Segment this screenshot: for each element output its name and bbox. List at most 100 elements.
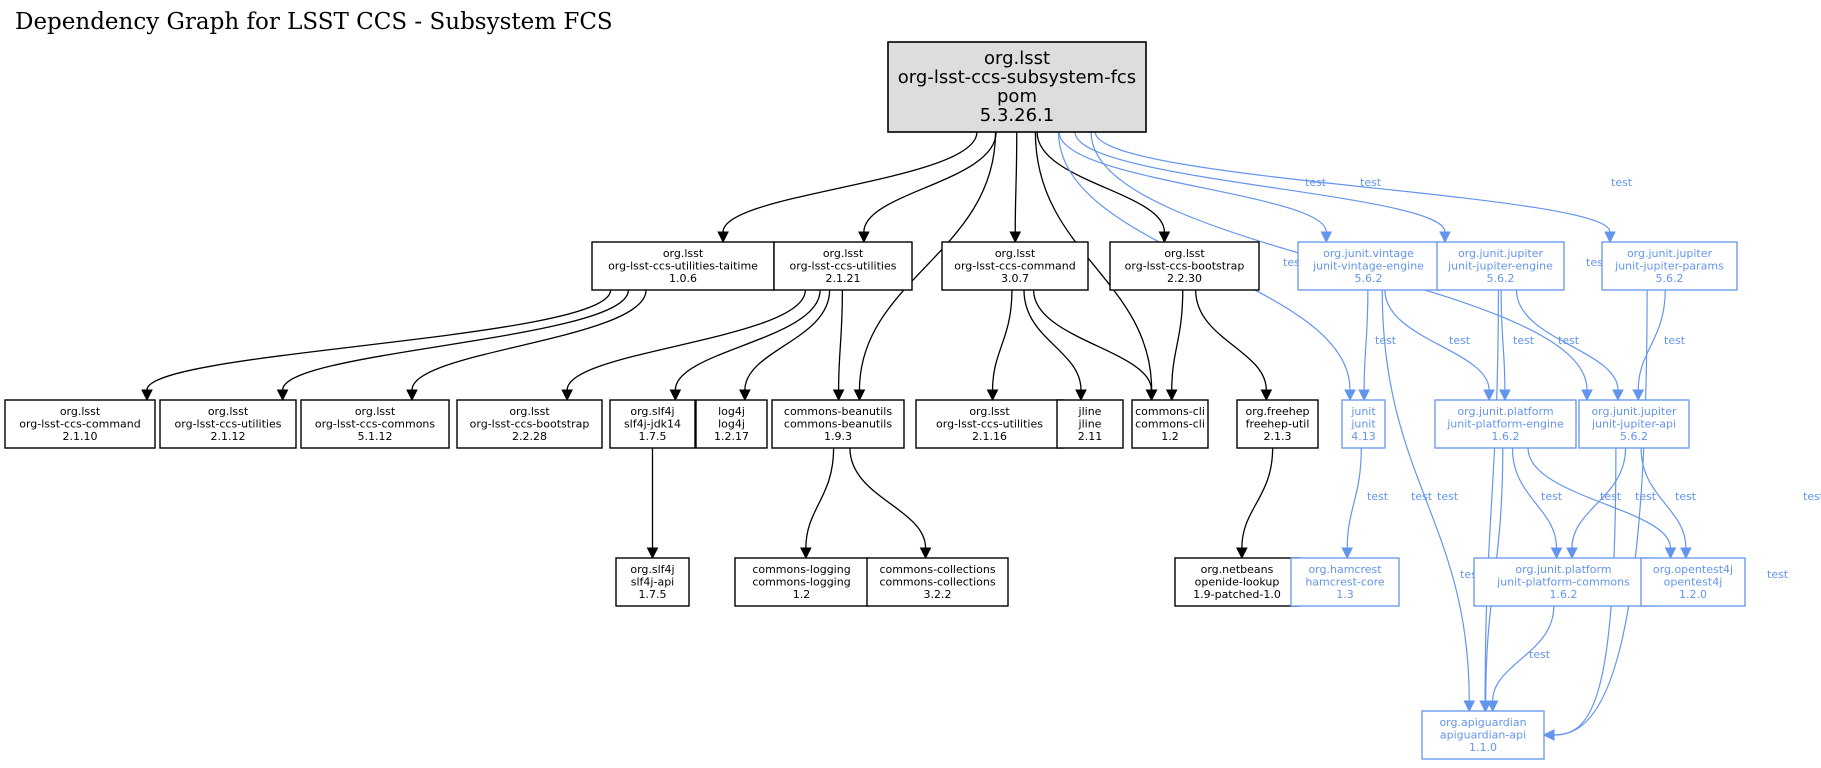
dependency-edge-platformengine-opentest4j: test — [1527, 447, 1677, 560]
dependency-node-vintage[interactable]: org.junit.vintagejunit-vintage-engine5.6… — [1297, 241, 1440, 291]
node-artifact: org-lsst-ccs-subsystem-fcs — [898, 67, 1136, 88]
node-version: 2.1.21 — [826, 272, 861, 285]
node-box — [1236, 399, 1319, 449]
node-artifact: commons-logging — [752, 576, 850, 589]
edge-label-test: test — [1367, 490, 1389, 503]
node-artifact: jline — [1078, 418, 1102, 431]
dependency-edge-utilities2121-slf4jjdk — [669, 289, 821, 402]
node-artifact: junit-platform-commons — [1496, 576, 1630, 589]
node-artifact: org-lsst-ccs-bootstrap — [1125, 260, 1245, 273]
dependency-edge-jupiterengine-apiguardian: test — [1437, 289, 1499, 713]
dependency-node-root[interactable]: org.lsstorg-lsst-ccs-subsystem-fcspom5.3… — [887, 41, 1147, 133]
node-group-id: org.hamcrest — [1308, 563, 1382, 576]
dependency-edge-root-command307 — [1009, 131, 1022, 244]
dependency-edge-command307-utilities2116 — [986, 289, 1013, 402]
node-artifact: junit-jupiter-api — [1591, 418, 1676, 431]
node-group-id: org.junit.platform — [1515, 563, 1611, 576]
node-version: 1.6.2 — [1550, 588, 1578, 601]
edge-label-test: test — [1375, 334, 1397, 347]
node-box — [1131, 399, 1209, 449]
node-box — [615, 557, 690, 607]
dependency-edge-command307-jline — [1023, 289, 1087, 402]
dependency-edge-jupiterengine-jupiterapi: test — [1515, 289, 1624, 402]
node-group-id: org.lsst — [969, 405, 1010, 418]
edge-label-test: test — [1541, 490, 1563, 503]
dependency-edge-taitime-utilities2112 — [276, 289, 630, 402]
node-artifact: apiguardian-api — [1440, 729, 1526, 742]
node-artifact: org-lsst-ccs-command — [19, 418, 141, 431]
dependency-node-taitime[interactable]: org.lsstorg-lsst-ccs-utilities-taitime1.… — [591, 241, 775, 291]
node-artifact: hamcrest-core — [1305, 576, 1385, 589]
node-box — [456, 399, 603, 449]
dependency-node-platformengine[interactable]: org.junit.platformjunit-platform-engine1… — [1434, 399, 1577, 449]
node-artifact: org-lsst-ccs-command — [954, 260, 1076, 273]
dependency-edge-freehep-openide — [1236, 447, 1274, 560]
node-artifact: junit-jupiter-engine — [1447, 260, 1553, 273]
node-box — [1297, 241, 1440, 291]
dependency-edge-command307-commonscli — [1032, 289, 1158, 402]
edge-label-test: test — [1449, 334, 1471, 347]
node-box — [1473, 557, 1654, 607]
node-version: 3.0.7 — [1001, 272, 1029, 285]
dependency-edge-utilities2121-log4j — [739, 289, 831, 402]
node-group-id: org.lsst — [984, 48, 1050, 69]
node-box — [1601, 241, 1738, 291]
node-artifact: slf4j-jdk14 — [624, 418, 681, 431]
edge-label-test: test — [1767, 568, 1789, 581]
node-version: 1.9-patched-1.0 — [1193, 588, 1281, 601]
dependency-node-openide[interactable]: org.netbeansopenide-lookup1.9-patched-1.… — [1174, 557, 1300, 607]
nodes-layer: org.lsstorg-lsst-ccs-subsystem-fcspom5.3… — [4, 41, 1746, 760]
dependency-node-platformcommons[interactable]: org.junit.platformjunit-platform-commons… — [1473, 557, 1654, 607]
node-version: 2.11 — [1078, 430, 1103, 443]
node-group-id: org.lsst — [509, 405, 550, 418]
node-version: 3.2.2 — [924, 588, 952, 601]
node-artifact: freehep-util — [1246, 418, 1310, 431]
dependency-node-collections[interactable]: commons-collectionscommons-collections3.… — [866, 557, 1009, 607]
node-box — [1421, 710, 1545, 760]
node-box — [1434, 399, 1577, 449]
node-version: 1.2 — [793, 588, 811, 601]
dependency-edge-taitime-command2110 — [141, 289, 612, 402]
node-artifact: org-lsst-ccs-utilities-taitime — [608, 260, 758, 273]
node-version: 1.0.6 — [669, 272, 697, 285]
dependency-edge-taitime-commons5112 — [406, 289, 647, 402]
node-box — [591, 241, 775, 291]
node-box — [1578, 399, 1690, 449]
edge-label-test: test — [1529, 648, 1551, 661]
node-box — [866, 557, 1009, 607]
node-box — [4, 399, 156, 449]
node-box — [1341, 399, 1386, 449]
dependency-edge-beanutils-collections — [849, 447, 932, 560]
node-version: 1.2.0 — [1679, 588, 1707, 601]
node-group-id: org.junit.platform — [1457, 405, 1553, 418]
node-artifact: org-lsst-ccs-commons — [315, 418, 436, 431]
dependency-node-jupiterengine[interactable]: org.junit.jupiterjunit-jupiter-engine5.6… — [1436, 241, 1565, 291]
node-group-id: commons-collections — [879, 563, 995, 576]
dependency-edge-platformengine-platformcommons: test — [1511, 447, 1563, 560]
dependency-node-jupiterparams[interactable]: org.junit.jupiterjunit-jupiter-params5.6… — [1601, 241, 1738, 291]
node-version: 2.1.10 — [63, 430, 98, 443]
